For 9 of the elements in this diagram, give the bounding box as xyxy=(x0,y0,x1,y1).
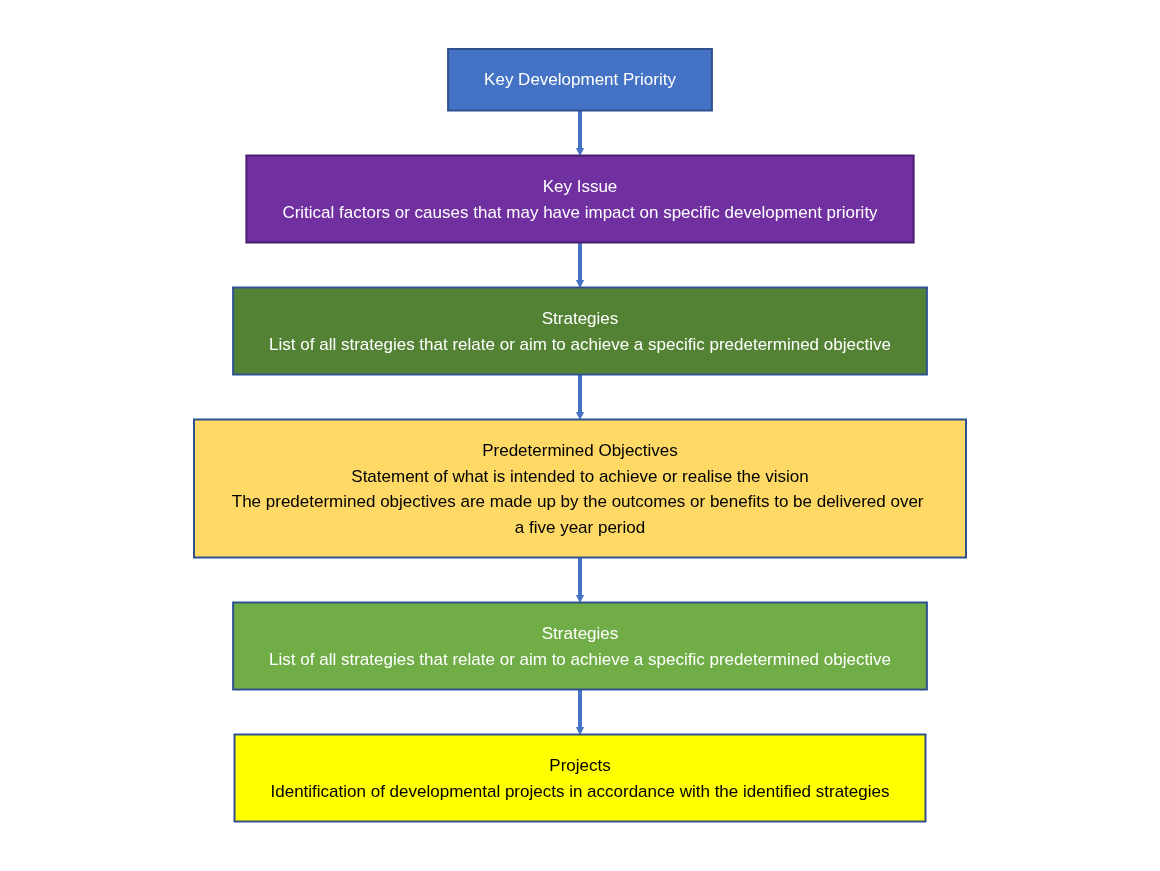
arrow xyxy=(575,374,585,421)
node-box: Key Issue Critical factors or causes that may have impact on specific development priority xyxy=(245,154,915,244)
arrow xyxy=(575,557,585,604)
node-box: Predetermined Objectives Statement of what is intended to achieve or realise the vision The predetermined objectives are made up by the outcomes or benefits to be delivered over a five year period xyxy=(193,418,967,559)
node-box: Projects Identification of developmental projects in accordance with the identified strategies xyxy=(233,733,927,823)
node-box: Strategies List of all strategies that relate or aim to achieve a specific predetermined objective xyxy=(232,286,928,376)
node-box: Key Development Priority xyxy=(447,48,713,112)
node-box: Strategies List of all strategies that relate or aim to achieve a specific predetermined objective xyxy=(232,601,928,691)
arrow xyxy=(575,110,585,157)
